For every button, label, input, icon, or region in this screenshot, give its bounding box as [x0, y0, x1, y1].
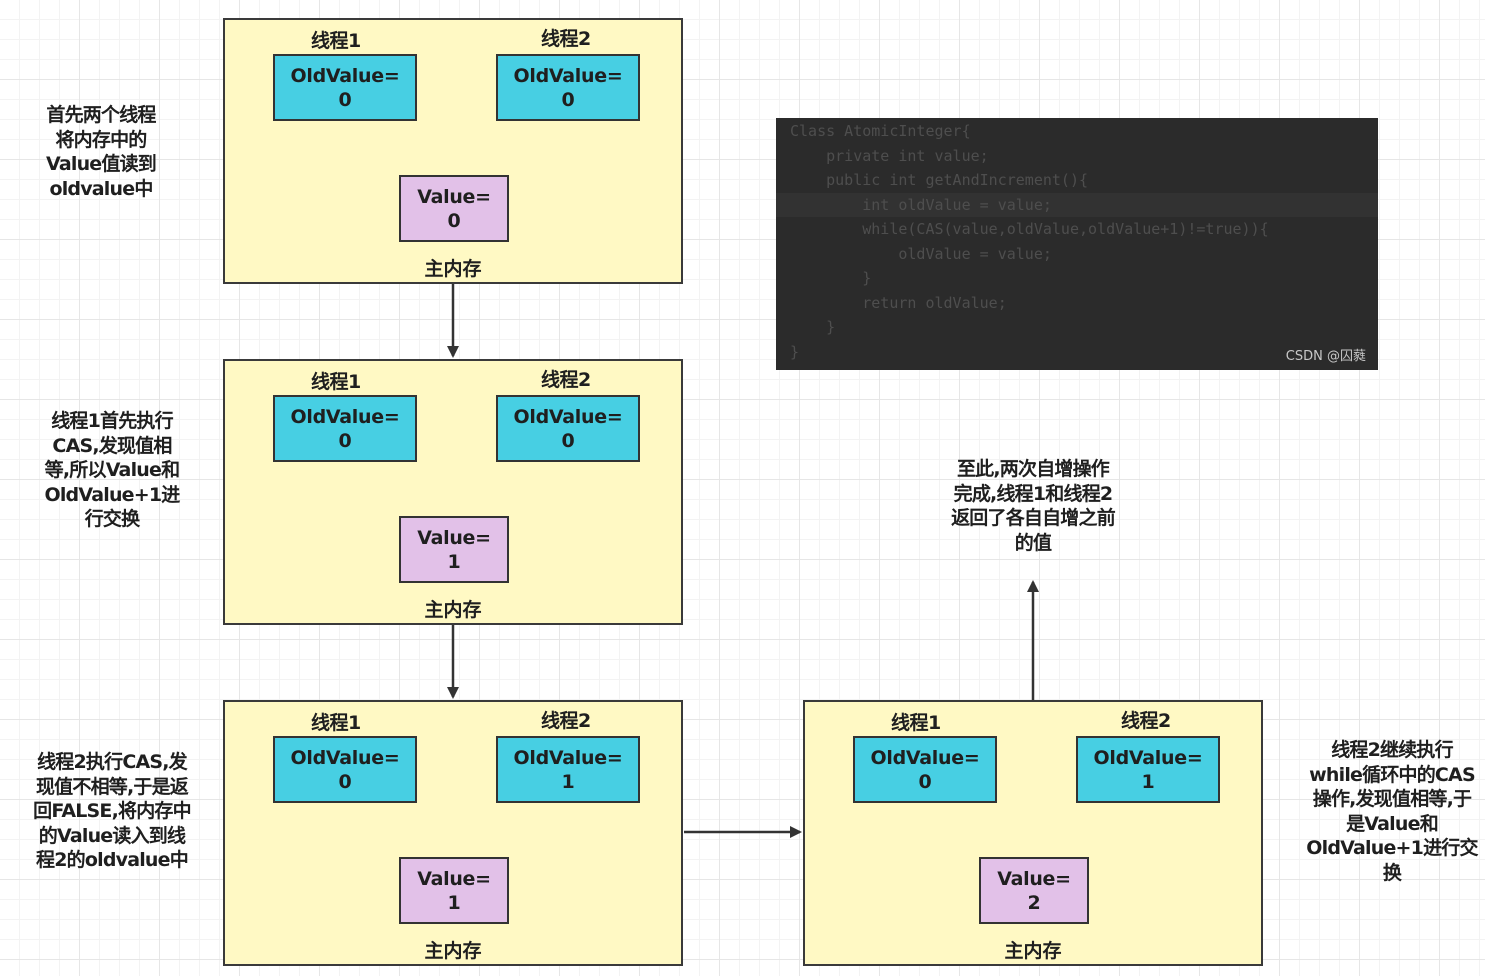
caption-line: OldValue+1进行交 [1306, 837, 1478, 859]
main-memory-label: 主内存 [1004, 940, 1062, 962]
value-number: 2 [1027, 891, 1041, 914]
code-line: } [790, 342, 800, 361]
thread1-label: 线程1 [311, 712, 361, 734]
thread2-label: 线程2 [541, 710, 591, 732]
caption-line: 操作,发现值相等,于 [1312, 788, 1472, 810]
code-line: return oldValue; [790, 293, 1007, 312]
main-memory-value-box: Value= 2 [979, 857, 1089, 924]
caption-line: 完成,线程1和线程2 [953, 482, 1113, 505]
oldvalue-label: OldValue= [290, 405, 400, 428]
thread2-label: 线程2 [1121, 710, 1171, 732]
oldvalue-label: OldValue= [1093, 746, 1203, 769]
oldvalue-label: OldValue= [870, 746, 980, 769]
caption-line: CAS,发现值相 [52, 434, 172, 457]
caption-line: 回FALSE,将内存中 [33, 800, 192, 822]
thread1-oldvalue-box: OldValue= 0 [273, 395, 417, 462]
code-line: private int value; [790, 146, 989, 165]
value-number: 1 [447, 550, 461, 573]
caption-line: 首先两个线程 [46, 104, 156, 126]
oldvalue-number: 0 [338, 429, 352, 452]
caption-line: 换 [1382, 861, 1402, 884]
caption-line: 返回了各自自增之前 [951, 507, 1116, 529]
caption-line: 是Value和 [1346, 812, 1439, 835]
code-line: while(CAS(value,oldValue,oldValue+1)!=tr… [790, 220, 1269, 238]
code-line: public int getAndIncrement(){ [790, 171, 1089, 189]
caption-line: 程2的oldvalue中 [36, 849, 189, 871]
oldvalue-number: 0 [338, 770, 352, 793]
caption-line: 现值不相等,于是返 [35, 775, 189, 798]
oldvalue-label: OldValue= [290, 64, 400, 87]
thread2-oldvalue-box: OldValue= 1 [496, 736, 640, 803]
main-memory-label: 主内存 [424, 940, 482, 962]
thread1-oldvalue-box: OldValue= 0 [853, 736, 997, 803]
oldvalue-number: 0 [561, 88, 575, 111]
oldvalue-number: 0 [338, 88, 352, 111]
caption-line: while循环中的CAS [1309, 763, 1476, 786]
oldvalue-label: OldValue= [290, 746, 400, 769]
conclusion-caption: 至此,两次自增操作 完成,线程1和线程2 返回了各自自增之前 的值 [933, 457, 1133, 555]
code-line: } [790, 318, 836, 336]
main-memory-label: 主内存 [424, 258, 482, 280]
caption-line: 将内存中的 [55, 128, 147, 151]
code-line-highlighted: int oldValue = value; [776, 192, 1378, 217]
oldvalue-label: OldValue= [513, 746, 623, 769]
memory-block-4: 线程1 线程2 OldValue= 0 OldValue= 1 Value= 2… [803, 700, 1263, 966]
oldvalue-label: OldValue= [513, 405, 623, 428]
csdn-watermark: CSDN @囚蕤 [1285, 349, 1366, 364]
thread2-oldvalue-box: OldValue= 1 [1076, 736, 1220, 803]
value-label: Value= [997, 867, 1071, 890]
caption-line: 线程2执行CAS,发 [37, 751, 188, 773]
thread2-oldvalue-box: OldValue= 0 [496, 395, 640, 462]
value-number: 0 [447, 209, 461, 232]
memory-block-1: 线程1 线程2 OldValue= 0 OldValue= 0 Value= 0… [223, 18, 683, 284]
thread2-label: 线程2 [541, 28, 591, 50]
step4-caption: 线程2继续执行 while循环中的CAS 操作,发现值相等,于 是Value和 … [1300, 738, 1484, 885]
caption-line: 至此,两次自增操作 [956, 458, 1110, 480]
caption-line: oldvalue中 [49, 177, 153, 200]
caption-line: Value值读到 [45, 153, 157, 175]
caption-line: 行交换 [84, 508, 140, 530]
oldvalue-number: 1 [1141, 770, 1155, 793]
main-memory-value-box: Value= 1 [399, 516, 509, 583]
caption-line: 线程2继续执行 [1331, 739, 1453, 761]
memory-block-3: 线程1 线程2 OldValue= 0 OldValue= 1 Value= 1… [223, 700, 683, 966]
code-line: } [790, 269, 872, 287]
oldvalue-number: 0 [561, 429, 575, 452]
caption-line: OldValue+1进 [44, 483, 180, 506]
thread1-label: 线程1 [311, 30, 361, 52]
caption-line: 的值 [1014, 531, 1052, 554]
step3-caption: 线程2执行CAS,发 现值不相等,于是返 回FALSE,将内存中 的Value读… [18, 750, 206, 873]
value-label: Value= [417, 526, 491, 549]
caption-line: 等,所以Value和 [44, 459, 180, 481]
step1-caption: 首先两个线程 将内存中的 Value值读到 oldvalue中 [20, 103, 182, 201]
memory-block-2: 线程1 线程2 OldValue= 0 OldValue= 0 Value= 1… [223, 359, 683, 625]
code-line: Class AtomicInteger{ [790, 122, 971, 140]
main-memory-value-box: Value= 1 [399, 857, 509, 924]
caption-line: 的Value读入到线 [38, 824, 186, 847]
thread1-label: 线程1 [891, 712, 941, 734]
step2-caption: 线程1首先执行 CAS,发现值相 等,所以Value和 OldValue+1进 … [26, 409, 198, 532]
code-snippet-panel: Class AtomicInteger{ private int value; … [776, 118, 1378, 370]
thread1-oldvalue-box: OldValue= 0 [273, 736, 417, 803]
main-memory-label: 主内存 [424, 599, 482, 621]
main-memory-value-box: Value= 0 [399, 175, 509, 242]
thread2-oldvalue-box: OldValue= 0 [496, 54, 640, 121]
oldvalue-number: 0 [918, 770, 932, 793]
thread1-oldvalue-box: OldValue= 0 [273, 54, 417, 121]
oldvalue-label: OldValue= [513, 64, 623, 87]
thread2-label: 线程2 [541, 369, 591, 391]
value-number: 1 [447, 891, 461, 914]
value-label: Value= [417, 867, 491, 890]
value-label: Value= [417, 185, 491, 208]
code-line: oldValue = value; [790, 244, 1052, 263]
oldvalue-number: 1 [561, 770, 575, 793]
caption-line: 线程1首先执行 [51, 410, 173, 432]
thread1-label: 线程1 [311, 371, 361, 393]
